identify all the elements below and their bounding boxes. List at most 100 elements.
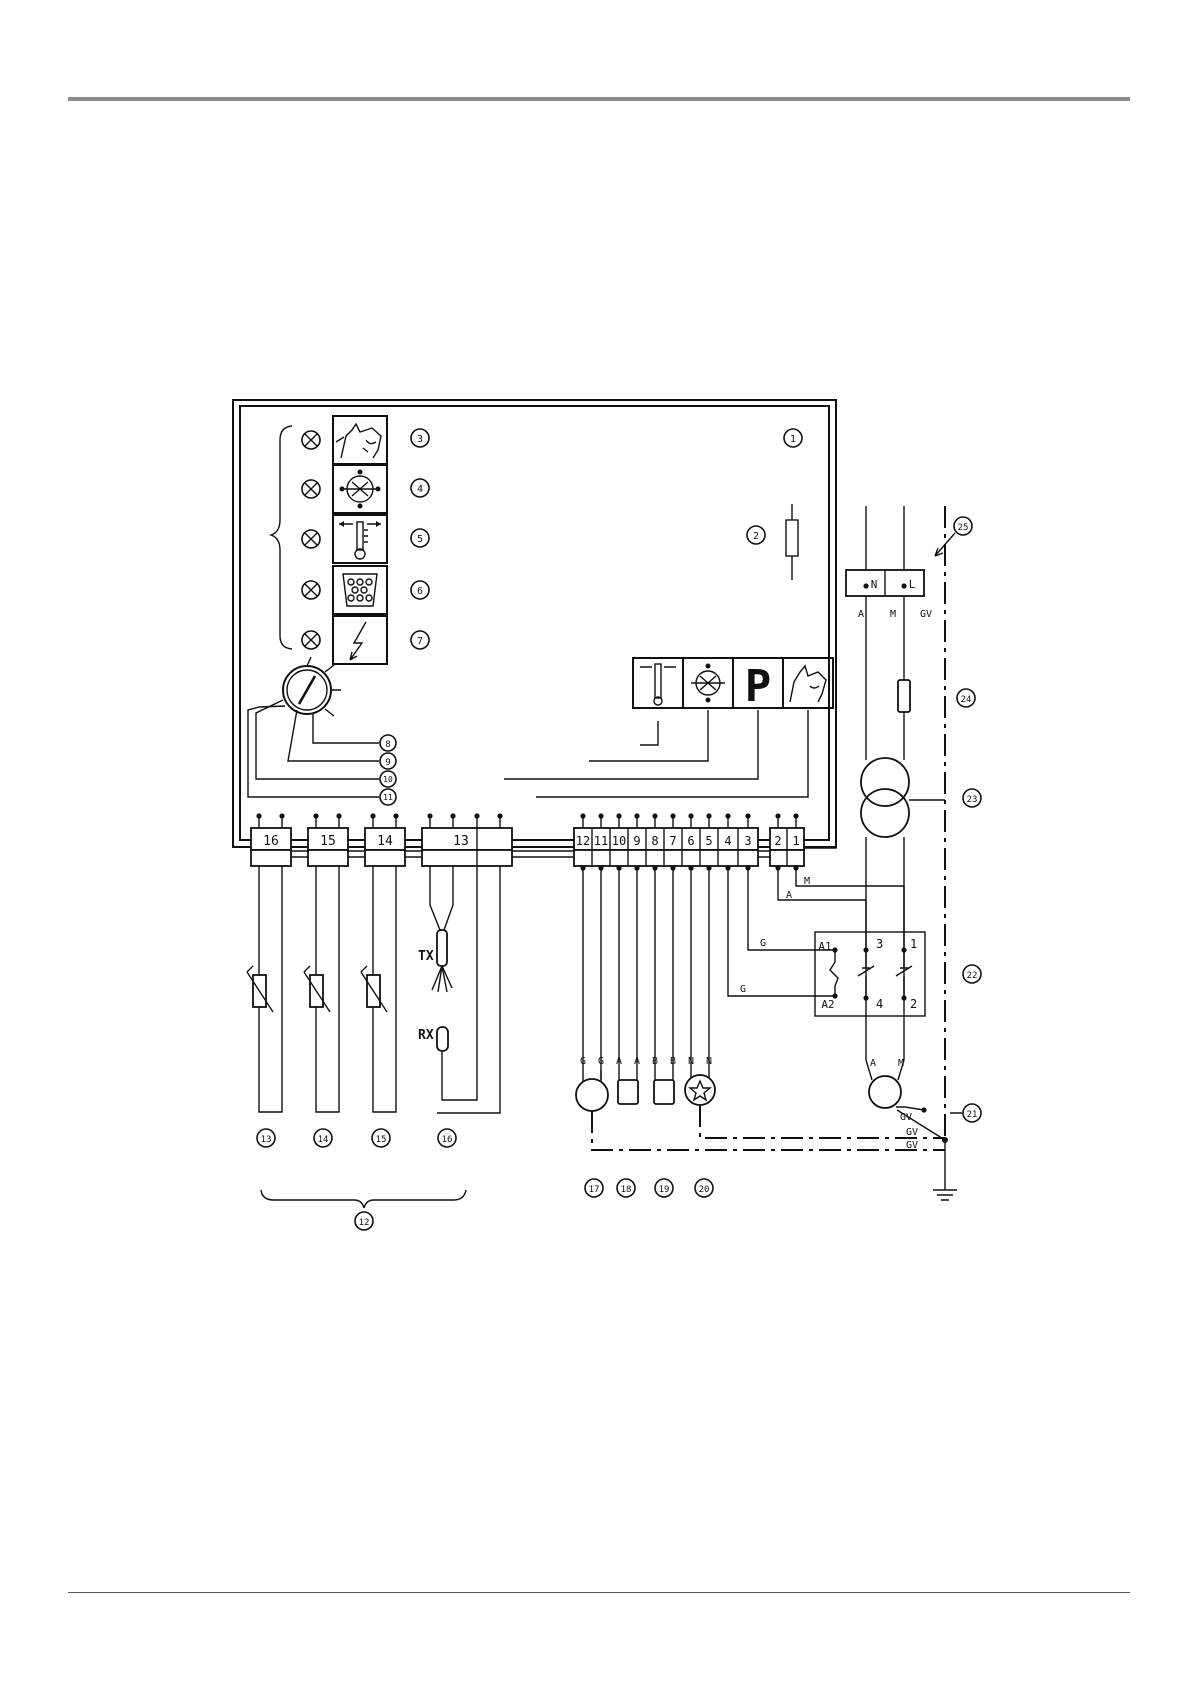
svg-text:11: 11 bbox=[594, 834, 608, 848]
load-wiring: G G A A B B N N bbox=[576, 868, 715, 1111]
svg-text:10: 10 bbox=[612, 834, 626, 848]
indicator-lamps bbox=[302, 431, 320, 649]
cow-head-icon bbox=[790, 666, 826, 702]
lightning-icon bbox=[333, 616, 387, 664]
lamp-pictograms bbox=[333, 416, 387, 664]
svg-text:3: 3 bbox=[744, 834, 751, 848]
svg-text:18: 18 bbox=[621, 1185, 632, 1195]
svg-text:GV: GV bbox=[906, 1140, 918, 1151]
svg-text:22: 22 bbox=[967, 971, 978, 981]
callout-9: 9 bbox=[380, 753, 396, 769]
svg-text:2: 2 bbox=[774, 834, 781, 848]
svg-text:GV: GV bbox=[906, 1127, 918, 1138]
callout-11: 11 bbox=[380, 789, 396, 805]
svg-text:20: 20 bbox=[699, 1185, 710, 1195]
svg-text:GV: GV bbox=[920, 609, 932, 620]
callout-7: 7 bbox=[411, 631, 429, 649]
temperature-sensor bbox=[247, 866, 282, 1112]
svg-text:G: G bbox=[598, 1056, 604, 1067]
callout-21: 21 bbox=[963, 1104, 981, 1122]
indicator-lamp bbox=[302, 530, 320, 548]
svg-text:4: 4 bbox=[876, 997, 883, 1011]
power-wiring: A M bbox=[778, 868, 904, 950]
lamp-brace bbox=[271, 426, 292, 649]
callout-1: 1 bbox=[784, 429, 802, 447]
control-keypad: P bbox=[504, 658, 833, 797]
callout-15: 15 bbox=[372, 1129, 390, 1147]
svg-text:A: A bbox=[786, 890, 792, 901]
callout-4: 4 bbox=[411, 479, 429, 497]
control-box bbox=[233, 400, 836, 847]
svg-text:M: M bbox=[804, 876, 810, 887]
svg-text:4: 4 bbox=[724, 834, 731, 848]
svg-text:M: M bbox=[890, 609, 896, 620]
contactor: A1 A2 3 1 4 2 bbox=[815, 932, 925, 1016]
temperature-sensor bbox=[304, 866, 339, 1112]
compressor-icon bbox=[333, 465, 387, 513]
sensor-brace bbox=[261, 1190, 466, 1208]
svg-text:B: B bbox=[670, 1056, 676, 1067]
valve bbox=[618, 1080, 638, 1104]
callout-25: 25 bbox=[954, 517, 972, 535]
callout-10: 10 bbox=[380, 771, 396, 787]
callout-19: 19 bbox=[655, 1179, 673, 1197]
svg-text:TX: TX bbox=[418, 949, 434, 964]
svg-text:21: 21 bbox=[967, 1110, 978, 1120]
callout-17: 17 bbox=[585, 1179, 603, 1197]
svg-text:15: 15 bbox=[376, 1135, 387, 1145]
svg-text:11: 11 bbox=[383, 793, 393, 802]
svg-text:14: 14 bbox=[377, 834, 393, 849]
mains-supply: N L A M GV bbox=[846, 506, 932, 760]
svg-text:24: 24 bbox=[961, 695, 972, 705]
svg-text:13: 13 bbox=[261, 1135, 272, 1145]
svg-text:7: 7 bbox=[669, 834, 676, 848]
callout-2: 2 bbox=[747, 526, 765, 544]
indicator-lamp bbox=[302, 631, 320, 649]
p-button-icon[interactable]: P bbox=[745, 661, 772, 712]
svg-text:1: 1 bbox=[790, 434, 796, 445]
svg-text:4: 4 bbox=[417, 484, 423, 495]
svg-text:G: G bbox=[740, 984, 746, 995]
valve bbox=[654, 1080, 674, 1104]
terminal-strip-sensors: 16 15 14 13 bbox=[251, 813, 512, 866]
transformer: A M bbox=[861, 758, 945, 1069]
indicator-lamp bbox=[302, 581, 320, 599]
svg-text:9: 9 bbox=[633, 834, 640, 848]
svg-text:5: 5 bbox=[705, 834, 712, 848]
svg-text:1: 1 bbox=[910, 937, 917, 951]
svg-text:15: 15 bbox=[320, 834, 336, 849]
svg-text:3: 3 bbox=[417, 434, 423, 445]
buzzer bbox=[576, 1070, 608, 1111]
optical-probe: TX RX bbox=[418, 866, 500, 1113]
svg-text:A: A bbox=[616, 1056, 622, 1067]
svg-text:23: 23 bbox=[967, 795, 978, 805]
svg-text:16: 16 bbox=[263, 834, 279, 849]
svg-text:9: 9 bbox=[385, 758, 390, 768]
terminal-strip-outputs: 12 11 10 9 8 7 6 5 4 3 bbox=[574, 813, 758, 870]
fan-motor bbox=[685, 1070, 715, 1105]
svg-text:5: 5 bbox=[417, 534, 423, 545]
callout-14: 14 bbox=[314, 1129, 332, 1147]
footer-rule bbox=[68, 1592, 1130, 1593]
fuse bbox=[786, 504, 798, 580]
svg-text:6: 6 bbox=[687, 834, 694, 848]
svg-text:7: 7 bbox=[417, 636, 423, 647]
svg-text:3: 3 bbox=[876, 937, 883, 951]
thermometer-icon bbox=[333, 515, 387, 563]
compressor-motor: GV bbox=[866, 1060, 962, 1123]
svg-text:L: L bbox=[909, 578, 916, 591]
callout-18: 18 bbox=[617, 1179, 635, 1197]
callout-12: 12 bbox=[355, 1212, 373, 1230]
callout-23: 23 bbox=[963, 789, 981, 807]
svg-text:1: 1 bbox=[792, 834, 799, 848]
svg-text:25: 25 bbox=[958, 523, 969, 533]
line-fuse bbox=[898, 680, 910, 712]
svg-text:A: A bbox=[858, 609, 864, 620]
svg-text:14: 14 bbox=[318, 1135, 329, 1145]
svg-text:G: G bbox=[580, 1056, 586, 1067]
svg-text:B: B bbox=[652, 1056, 658, 1067]
cow-head-icon bbox=[333, 416, 387, 464]
callout-5: 5 bbox=[411, 529, 429, 547]
rotary-switch bbox=[248, 657, 379, 797]
temperature-sensors bbox=[247, 866, 396, 1112]
